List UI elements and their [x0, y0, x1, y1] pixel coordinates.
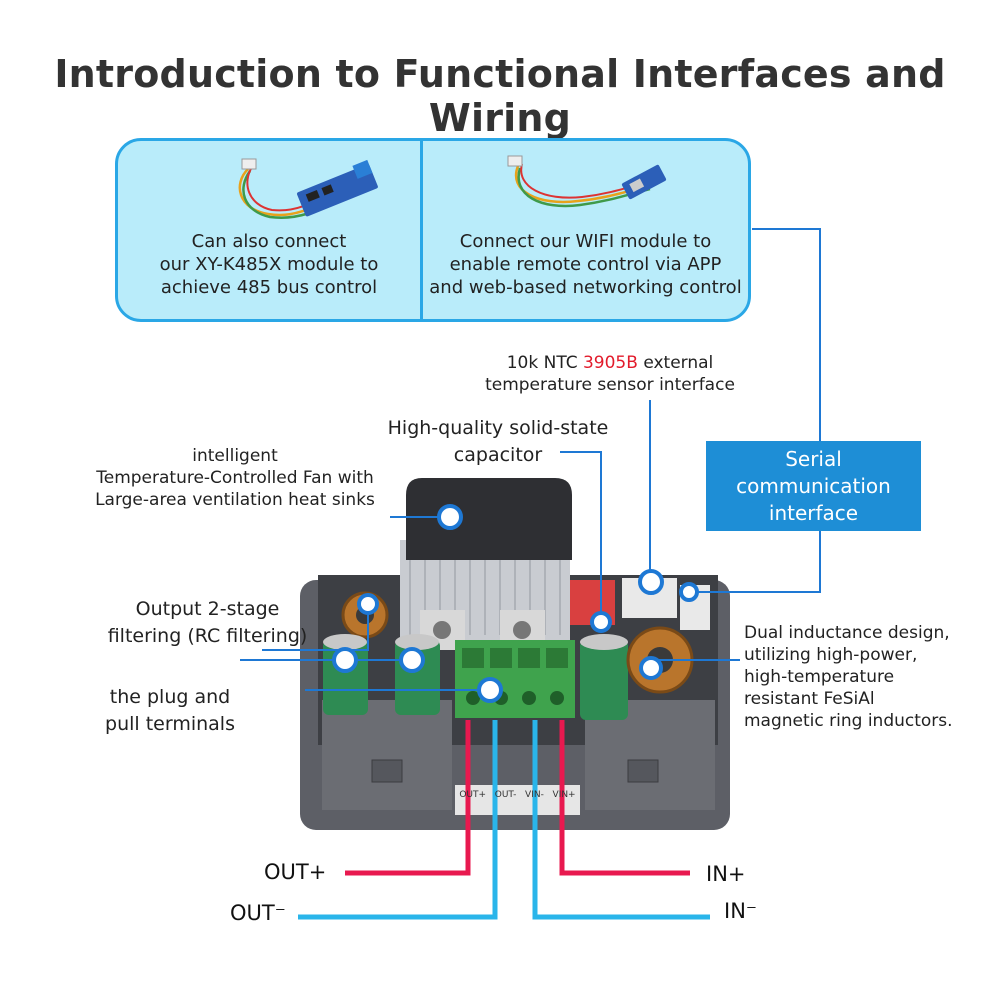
terminal-tag-strip: OUT+ OUT- VIN- VIN+: [455, 790, 580, 815]
capacitor-marker: [590, 611, 612, 633]
filter-line-2: filtering (RC filtering): [107, 625, 308, 647]
inductance-line-2: utilizing high-power,: [744, 645, 918, 665]
wire-label-out-minus: OUT⁻: [230, 901, 286, 925]
k485-module-image: [238, 158, 378, 219]
inductance-line-5: magnetic ring inductors.: [744, 711, 953, 731]
ntc-label: 10k NTC 3905B external temperature senso…: [470, 352, 750, 396]
serial-line-2: communication: [736, 474, 891, 498]
terminal-tag-out-plus: OUT+: [459, 790, 487, 800]
filter-label: Output 2-stage filtering (RC filtering): [95, 596, 320, 650]
serial-line-3: interface: [768, 501, 859, 525]
ntc-line-2: temperature sensor interface: [485, 375, 735, 395]
k485-description: Can also connect our XY-K485X module to …: [118, 230, 420, 299]
wifi-line-2: enable remote control via APP: [449, 254, 722, 275]
wire-out-minus: [298, 720, 498, 920]
module-panel: Can also connect our XY-K485X module to …: [115, 138, 751, 322]
k485-line-2: our XY-K485X module to: [159, 254, 379, 275]
fan: [406, 478, 572, 560]
inductance-line-1: Dual inductance design,: [744, 623, 950, 643]
k485-line-3: achieve 485 bus control: [160, 277, 378, 298]
terminals-label: the plug and pull terminals: [85, 684, 255, 738]
inductance-line-3: high-temperature: [744, 667, 895, 687]
wire-in-minus: [532, 720, 710, 920]
filter-cap-marker-2: [399, 647, 425, 673]
filter-cap-marker-1: [332, 647, 358, 673]
terminals-line-1: the plug and: [109, 686, 231, 708]
fan-label: intelligent Temperature-Controlled Fan w…: [75, 445, 395, 511]
filter-line-1: Output 2-stage: [135, 598, 280, 620]
wire-out-plus: [345, 720, 471, 876]
capacitor-label: High-quality solid-state capacitor: [378, 415, 618, 469]
ntc-line-1-post: external: [637, 353, 714, 373]
serial-line-1: Serial: [785, 447, 842, 471]
page-title: Introduction to Functional Interfaces an…: [54, 52, 946, 140]
wifi-line-3: and web-based networking control: [429, 277, 742, 298]
terminals-line-2: pull terminals: [105, 713, 235, 735]
capacitor-line-2: capacitor: [453, 444, 543, 466]
wire-label-out-plus: OUT+: [264, 860, 327, 884]
wire-in-plus: [559, 720, 690, 876]
fan-line-1: intelligent: [192, 446, 278, 466]
terminal-tag-out-minus: OUT-: [494, 790, 517, 800]
inductance-line-4: resistant FeSiAl: [744, 689, 875, 709]
fan-line-3: Large-area ventilation heat sinks: [95, 490, 375, 510]
capacitor-3: [580, 640, 628, 720]
ntc-model-accent: 3905B: [582, 353, 638, 373]
k485-line-1: Can also connect: [191, 231, 347, 252]
fan-marker: [437, 504, 463, 530]
wifi-description: Connect our WIFI module to enable remote…: [423, 230, 748, 299]
wifi-module-image: [507, 155, 667, 208]
serial-communication-box: Serial communication interface: [706, 441, 921, 531]
fan-line-2: Temperature-Controlled Fan with: [96, 468, 374, 488]
filter-inductor-marker: [357, 593, 379, 615]
panel-divider: [420, 141, 423, 319]
capacitor-line-1: High-quality solid-state: [387, 417, 609, 439]
ntc-line-1-pre: 10k NTC: [506, 353, 583, 373]
wire-label-in-plus: IN+: [706, 862, 746, 886]
terminal-marker: [477, 677, 503, 703]
terminal-tag-vin-minus: VIN-: [525, 790, 544, 800]
wifi-line-1: Connect our WIFI module to: [459, 231, 712, 252]
inductance-marker: [639, 656, 663, 680]
serial-marker: [679, 582, 699, 602]
wire-label-in-minus: IN⁻: [724, 899, 757, 923]
terminal-tag-vin-plus: VIN+: [552, 790, 576, 800]
inductance-label: Dual inductance design, utilizing high-p…: [744, 622, 994, 732]
ntc-marker: [638, 569, 664, 595]
